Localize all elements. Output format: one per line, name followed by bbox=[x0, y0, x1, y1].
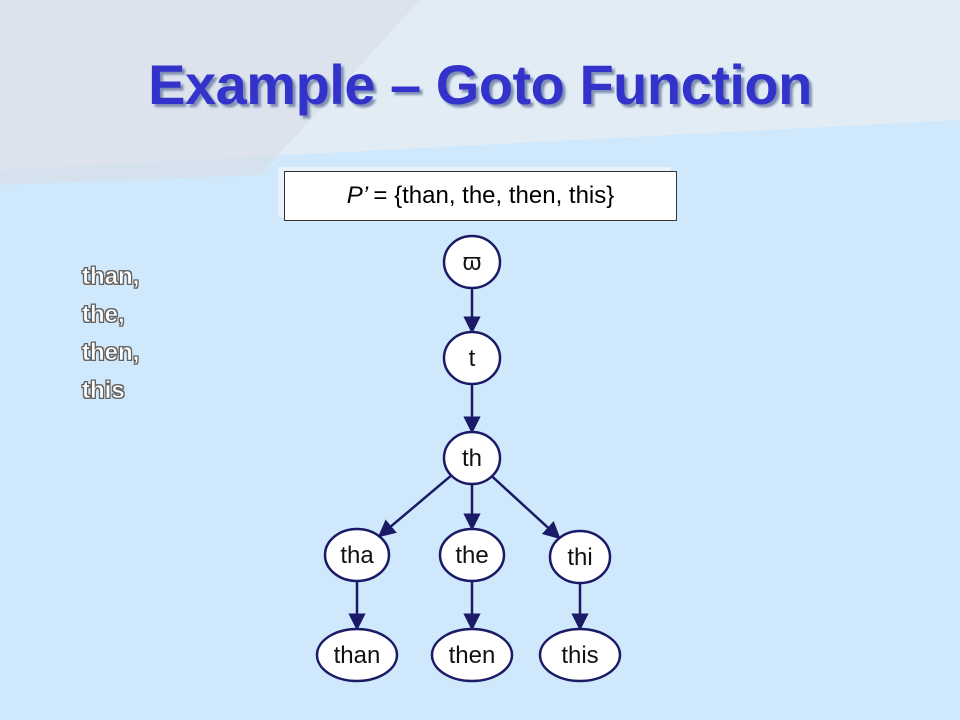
trie-node-label: t bbox=[469, 345, 476, 372]
slide-title: Example – Goto Function bbox=[148, 53, 812, 116]
trie-node-t: t bbox=[442, 330, 502, 386]
trie-node-circle bbox=[323, 527, 391, 583]
pattern-set-box: P’ = {than, the, then, this} bbox=[284, 171, 677, 221]
trie-node-label: the bbox=[455, 542, 488, 569]
word-item: this bbox=[82, 377, 125, 405]
word-item: than, bbox=[82, 263, 140, 291]
trie-node-label: ϖ bbox=[463, 249, 482, 276]
word-list: than, the, then, this bbox=[82, 258, 140, 410]
trie-edge-th-thi bbox=[491, 475, 561, 540]
trie-node-circle bbox=[442, 430, 502, 486]
trie-node-tha: tha bbox=[323, 527, 391, 583]
word-item: the, bbox=[82, 301, 125, 329]
trie-node-then: then bbox=[430, 627, 514, 683]
trie-node-circle bbox=[430, 627, 514, 683]
trie-node-label: than bbox=[334, 642, 381, 669]
trie-nodes: ϖ t th tha the thi than then this bbox=[315, 234, 622, 683]
trie-node-label: then bbox=[449, 642, 496, 669]
word-item: then, bbox=[82, 339, 140, 367]
trie-node-this: this bbox=[538, 627, 622, 683]
trie-node-label: th bbox=[462, 445, 482, 472]
trie-node-than: than bbox=[315, 627, 399, 683]
trie-node-circle bbox=[442, 330, 502, 386]
trie-node-label: this bbox=[561, 642, 598, 669]
trie-node-label: tha bbox=[340, 542, 374, 569]
trie-node-circle bbox=[548, 529, 612, 585]
trie-node-circle bbox=[538, 627, 622, 683]
trie-edge-th-tha bbox=[377, 474, 453, 538]
trie-node-thi: thi bbox=[548, 529, 612, 585]
trie-edges bbox=[348, 288, 589, 631]
trie-node-root: ϖ bbox=[442, 234, 502, 290]
trie-node-the: the bbox=[438, 527, 506, 583]
trie-node-circle bbox=[438, 527, 506, 583]
trie-node-th: th bbox=[442, 430, 502, 486]
trie-node-circle bbox=[442, 234, 502, 290]
pattern-set-text: P’ = {than, the, then, this} bbox=[346, 182, 615, 209]
trie-node-label: thi bbox=[567, 544, 592, 571]
trie-node-circle bbox=[315, 627, 399, 683]
